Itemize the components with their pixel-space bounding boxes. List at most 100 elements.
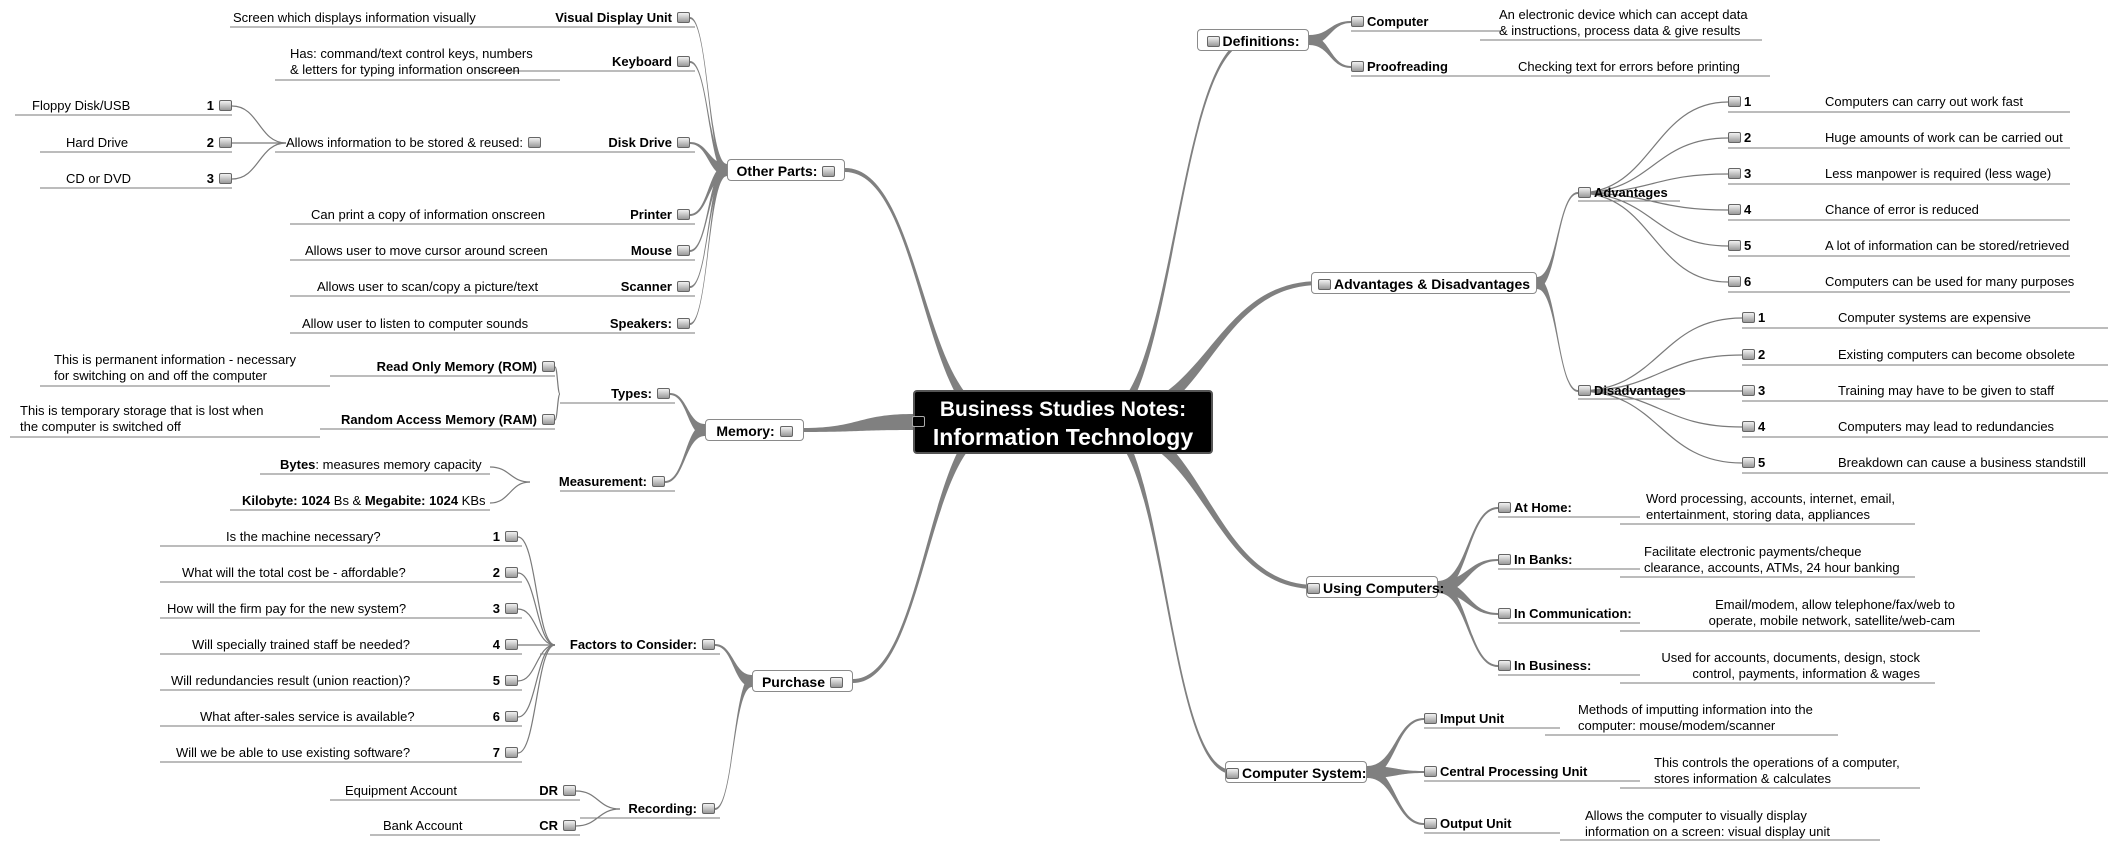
subtopic-in-business[interactable]: In Business: bbox=[1498, 658, 1591, 674]
collapse-icon[interactable] bbox=[1424, 713, 1437, 724]
collapse-icon[interactable] bbox=[563, 820, 576, 831]
disadvantage-number[interactable]: 1 bbox=[1742, 310, 1765, 326]
memory-rom[interactable]: Read Only Memory (ROM) bbox=[330, 359, 555, 375]
disk-item-number[interactable]: 1 bbox=[140, 98, 232, 114]
disk-item-number[interactable]: 2 bbox=[140, 135, 232, 151]
collapse-icon[interactable] bbox=[505, 567, 518, 578]
collapse-icon[interactable] bbox=[219, 137, 232, 148]
advantage-number[interactable]: 3 bbox=[1728, 166, 1751, 182]
collapse-icon[interactable] bbox=[677, 318, 690, 329]
collapse-icon[interactable] bbox=[505, 603, 518, 614]
collapse-icon[interactable] bbox=[1206, 36, 1220, 47]
topic-computer-system[interactable]: Computer System: bbox=[1225, 761, 1367, 783]
subtopic-proofreading[interactable]: Proofreading bbox=[1351, 59, 1448, 75]
memory-ram[interactable]: Random Access Memory (RAM) bbox=[320, 412, 555, 428]
collapse-icon[interactable] bbox=[1728, 168, 1741, 179]
collapse-icon[interactable] bbox=[1728, 204, 1741, 215]
subtopic-in-banks[interactable]: In Banks: bbox=[1498, 552, 1573, 568]
collapse-icon[interactable] bbox=[505, 639, 518, 650]
collapse-icon[interactable] bbox=[677, 137, 690, 148]
collapse-icon[interactable] bbox=[1742, 385, 1755, 396]
topic-using-computers[interactable]: Using Computers: bbox=[1306, 576, 1444, 598]
collapse-icon[interactable] bbox=[1578, 187, 1591, 198]
collapse-icon[interactable] bbox=[1728, 240, 1741, 251]
advantage-number[interactable]: 2 bbox=[1728, 130, 1751, 146]
disadvantage-number[interactable]: 4 bbox=[1742, 419, 1765, 435]
collapse-icon[interactable] bbox=[1307, 583, 1320, 594]
collapse-icon[interactable] bbox=[505, 711, 518, 722]
collapse-icon[interactable] bbox=[1351, 16, 1364, 27]
subtopic-visual-display-unit[interactable]: Visual Display Unit bbox=[480, 10, 690, 26]
collapse-icon[interactable] bbox=[1742, 457, 1755, 468]
collapse-icon[interactable] bbox=[542, 414, 555, 425]
subtopic-disadvantages[interactable]: Disadvantages bbox=[1578, 383, 1686, 399]
subtopic-advantages[interactable]: Advantages bbox=[1578, 185, 1668, 201]
recording-cr[interactable]: CR bbox=[500, 818, 576, 834]
collapse-icon[interactable] bbox=[1728, 132, 1741, 143]
topic-purchase[interactable]: Purchase bbox=[752, 670, 853, 692]
factor-number[interactable]: 6 bbox=[440, 709, 518, 725]
subtopic-central-processing-unit[interactable]: Central Processing Unit bbox=[1424, 764, 1587, 780]
subtopic-output-unit[interactable]: Output Unit bbox=[1424, 816, 1511, 832]
factor-number[interactable]: 4 bbox=[440, 637, 518, 653]
collapse-icon[interactable] bbox=[1317, 279, 1331, 290]
collapse-icon[interactable] bbox=[505, 531, 518, 542]
collapse-icon[interactable] bbox=[563, 785, 576, 796]
collapse-icon[interactable] bbox=[505, 747, 518, 758]
collapse-icon[interactable] bbox=[702, 639, 715, 650]
collapse-icon[interactable] bbox=[1728, 96, 1741, 107]
collapse-icon[interactable] bbox=[657, 388, 670, 399]
collapse-icon[interactable] bbox=[677, 281, 690, 292]
collapse-icon[interactable] bbox=[505, 675, 518, 686]
disadvantage-number[interactable]: 5 bbox=[1742, 455, 1765, 471]
collapse-icon[interactable] bbox=[830, 677, 844, 688]
disadvantage-number[interactable]: 2 bbox=[1742, 347, 1765, 363]
advantage-number[interactable]: 5 bbox=[1728, 238, 1751, 254]
collapse-icon[interactable] bbox=[779, 426, 793, 437]
subtopic-keyboard[interactable]: Keyboard bbox=[480, 54, 690, 70]
subtopic-scanner[interactable]: Scanner bbox=[480, 279, 690, 295]
collapse-icon[interactable] bbox=[1424, 766, 1437, 777]
subtopic-at-home[interactable]: At Home: bbox=[1498, 500, 1572, 516]
factor-number[interactable]: 3 bbox=[440, 601, 518, 617]
collapse-icon[interactable] bbox=[219, 100, 232, 111]
collapse-icon[interactable] bbox=[1742, 349, 1755, 360]
collapse-icon[interactable] bbox=[1351, 61, 1364, 72]
recording-dr[interactable]: DR bbox=[500, 783, 576, 799]
factor-number[interactable]: 7 bbox=[440, 745, 518, 761]
factor-number[interactable]: 5 bbox=[440, 673, 518, 689]
collapse-icon[interactable] bbox=[1578, 385, 1591, 396]
advantage-number[interactable]: 4 bbox=[1728, 202, 1751, 218]
collapse-icon[interactable] bbox=[542, 361, 555, 372]
collapse-icon[interactable] bbox=[652, 476, 665, 487]
collapse-icon[interactable] bbox=[822, 166, 836, 177]
collapse-icon[interactable] bbox=[219, 173, 232, 184]
collapse-icon[interactable] bbox=[677, 56, 690, 67]
subtopic-printer[interactable]: Printer bbox=[480, 207, 690, 223]
collapse-icon[interactable] bbox=[1498, 502, 1511, 513]
disk-item-number[interactable]: 3 bbox=[140, 171, 232, 187]
topic-memory[interactable]: Memory: bbox=[705, 419, 804, 441]
collapse-icon[interactable] bbox=[1226, 768, 1239, 779]
advantage-number[interactable]: 6 bbox=[1728, 274, 1751, 290]
collapse-icon[interactable] bbox=[912, 416, 925, 427]
central-topic[interactable]: Business Studies Notes: Information Tech… bbox=[912, 390, 1213, 454]
subtopic-input-unit[interactable]: Imput Unit bbox=[1424, 711, 1504, 727]
collapse-icon[interactable] bbox=[677, 12, 690, 23]
collapse-icon[interactable] bbox=[1728, 276, 1741, 287]
subtopic-disk-drive[interactable]: Disk Drive bbox=[480, 135, 690, 151]
collapse-icon[interactable] bbox=[1742, 421, 1755, 432]
subtopic-speakers[interactable]: Speakers: bbox=[480, 316, 690, 332]
collapse-icon[interactable] bbox=[1742, 312, 1755, 323]
subtopic-factors-to-consider[interactable]: Factors to Consider: bbox=[540, 637, 715, 653]
disadvantage-number[interactable]: 3 bbox=[1742, 383, 1765, 399]
collapse-icon[interactable] bbox=[1498, 608, 1511, 619]
subtopic-recording[interactable]: Recording: bbox=[580, 801, 715, 817]
collapse-icon[interactable] bbox=[1498, 554, 1511, 565]
subtopic-computer[interactable]: Computer bbox=[1351, 14, 1428, 30]
collapse-icon[interactable] bbox=[1498, 660, 1511, 671]
collapse-icon[interactable] bbox=[1424, 818, 1437, 829]
collapse-icon[interactable] bbox=[702, 803, 715, 814]
subtopic-in-communication[interactable]: In Communication: bbox=[1498, 606, 1632, 622]
collapse-icon[interactable] bbox=[677, 245, 690, 256]
